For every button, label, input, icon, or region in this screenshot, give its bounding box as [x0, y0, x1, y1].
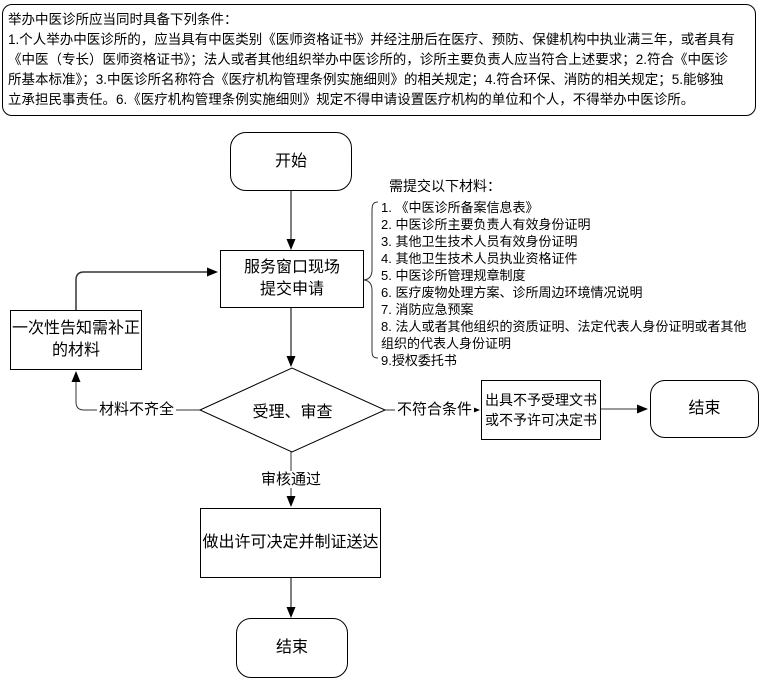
issue-document-node: 出具不予受理文书 或不予许可决定书 — [481, 380, 601, 440]
notify-correction-label-line2: 的材料 — [51, 342, 100, 359]
conditions-heading: 举办中医诊所应当同时具备下列条件： — [8, 12, 238, 27]
materials-item: 7. 消防应急预案 — [381, 302, 474, 317]
arrowhead-notify-to-service — [207, 267, 218, 277]
end-node-right-label: 结束 — [688, 400, 721, 417]
materials-item: 1. 《中医诊所备案信息表》 — [381, 200, 539, 215]
arrowhead-review-to-notify — [71, 371, 81, 382]
end-node-bottom: 结束 — [236, 618, 348, 678]
service-window-node: 服务窗口现场 提交申请 — [220, 250, 364, 308]
review-diamond-label: 受理、审查 — [202, 370, 383, 450]
arrowhead-doc-to-end — [637, 404, 648, 414]
arrowhead-start-to-service — [286, 239, 296, 250]
arrowhead-service-to-review — [286, 356, 296, 367]
edge-label-approved: 审核通过 — [259, 471, 324, 488]
start-node: 开始 — [230, 132, 352, 191]
decide-deliver-node: 做出许可决定并制证送达 — [200, 508, 381, 578]
arrow-notify-to-service — [75, 271, 207, 310]
service-window-label-line2: 提交申请 — [259, 281, 324, 298]
review-diamond — [198, 367, 387, 453]
conditions-line: 《中医（专长）医师资格证书》；法人或者其他组织举办中医诊所的，诊所主要负责人应当… — [8, 52, 729, 67]
issue-document-label-line1: 出具不予受理文书 — [485, 392, 597, 408]
materials-item: 5. 中医诊所管理规章制度 — [381, 268, 526, 283]
end-node-bottom-label: 结束 — [275, 639, 308, 656]
materials-item: 9.授权委托书 — [381, 353, 457, 368]
arrowhead-decide-to-end — [286, 607, 296, 618]
conditions-line: 所基本标准》；3.中医诊所名称符合《医疗机构管理条例实施细则》的相关规定；4.符… — [8, 72, 724, 87]
service-window-label-line1: 服务窗口现场 — [243, 259, 340, 276]
materials-item: 3. 其他卫生技术人员有效身份证明 — [381, 234, 578, 249]
materials-item: 6. 医疗废物处理方案、诊所周边环境情况说明 — [381, 285, 643, 300]
arrowhead-review-to-decide — [286, 496, 296, 507]
materials-brace — [362, 201, 379, 359]
review-diamond-text: 受理、审查 — [252, 404, 333, 421]
edge-label-not-qualified: 不符合条件 — [395, 401, 475, 418]
conditions-box: 举办中医诊所应当同时具备下列条件： 1.个人举办中医诊所的，应当具有中医类别《医… — [2, 4, 756, 116]
materials-note: 需提交以下材料： 1. 《中医诊所备案信息表》 2. 中医诊所主要负责人有效身份… — [381, 176, 757, 369]
decide-deliver-label: 做出许可决定并制证送达 — [202, 534, 379, 551]
conditions-line: 立承担民事责任。6.《医疗机构管理条例实施细则》规定不得申请设置医疗机构的单位和… — [8, 92, 695, 107]
issue-document-label-line2: 或不予许可决定书 — [485, 412, 597, 428]
notify-correction-label-line1: 一次性告知需补正 — [11, 320, 140, 337]
materials-item: 2. 中医诊所主要负责人有效身份证明 — [381, 217, 591, 232]
end-node-right: 结束 — [650, 380, 759, 438]
start-node-label: 开始 — [274, 152, 307, 170]
notify-correction-node: 一次性告知需补正 的材料 — [10, 310, 142, 370]
materials-item: 8. 法人或者其他组织的资质证明、法定代表人身份证明或者其他组织的代表人身份证明 — [381, 319, 747, 351]
conditions-line: 1.个人举办中医诊所的，应当具有中医类别《医师资格证书》并经注册后在医疗、预防、… — [8, 32, 735, 47]
materials-item: 4. 其他卫生技术人员执业资格证件 — [381, 251, 578, 266]
edge-label-incomplete: 材料不齐全 — [97, 401, 177, 418]
materials-note-title: 需提交以下材料： — [389, 178, 501, 194]
arrow-review-to-notify — [75, 382, 200, 411]
